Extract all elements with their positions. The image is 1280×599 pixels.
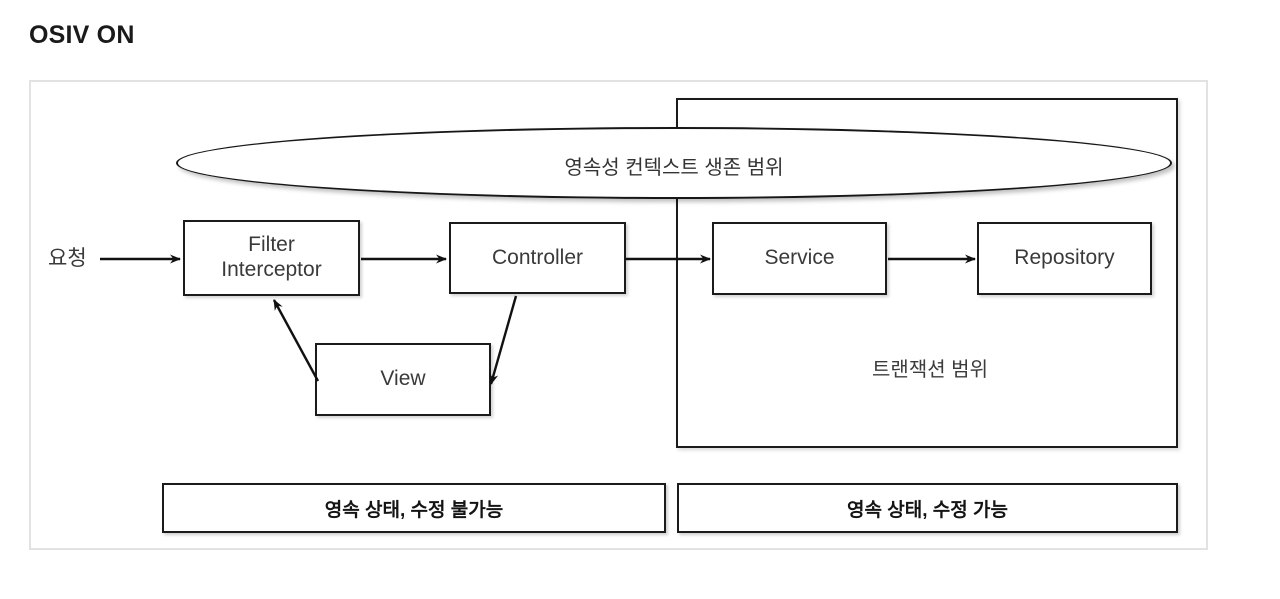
persistence-context-ellipse bbox=[176, 127, 1172, 199]
node-view-label: View bbox=[380, 367, 426, 391]
persistence-context-label: 영속성 컨텍스트 생존 범위 bbox=[564, 157, 784, 179]
node-repository-label: Repository bbox=[1014, 246, 1115, 270]
state-box-left: 영속 상태, 수정 불가능 bbox=[162, 483, 666, 533]
node-service-label: Service bbox=[764, 246, 835, 270]
request-label: 요청 bbox=[48, 247, 87, 270]
state-box-right-label: 영속 상태, 수정 가능 bbox=[847, 499, 1008, 521]
page-title: OSIV ON bbox=[29, 21, 135, 49]
state-box-right: 영속 상태, 수정 가능 bbox=[677, 483, 1178, 533]
node-controller: Controller bbox=[449, 222, 626, 294]
node-service: Service bbox=[712, 222, 887, 295]
node-controller-label: Controller bbox=[491, 245, 584, 269]
node-view: View bbox=[315, 343, 491, 416]
node-filter-interceptor-line2: Interceptor bbox=[221, 258, 322, 281]
node-repository: Repository bbox=[977, 222, 1152, 295]
node-filter-interceptor-line1: Filter bbox=[248, 233, 295, 257]
node-filter-interceptor: Filter Interceptor bbox=[183, 220, 360, 296]
state-box-left-label: 영속 상태, 수정 불가능 bbox=[324, 499, 504, 521]
transaction-scope-label: 트랜잭션 범위 bbox=[872, 359, 988, 381]
